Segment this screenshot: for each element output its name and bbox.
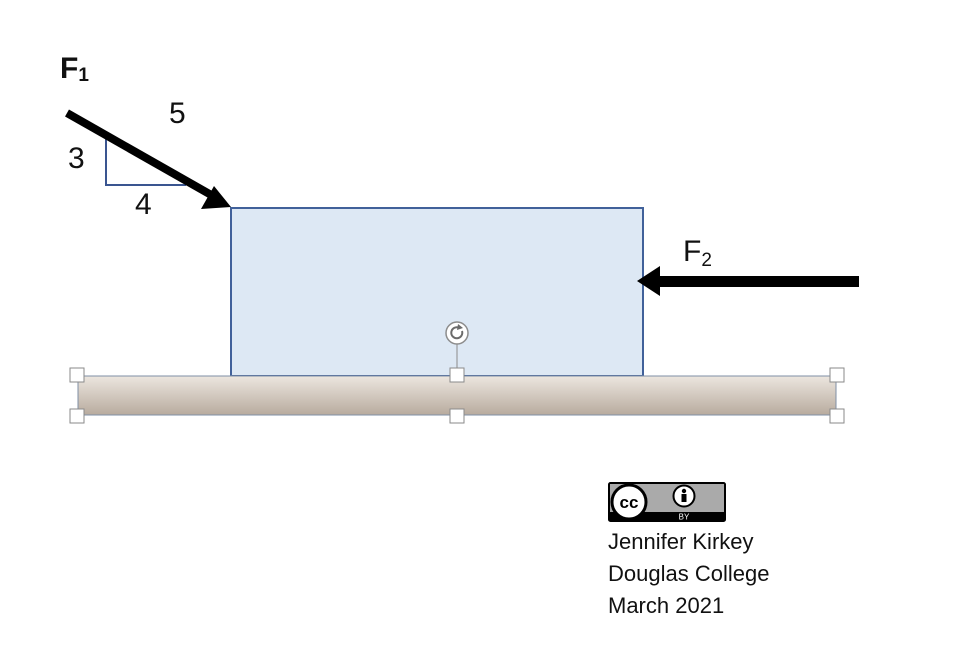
force-label-f1-subscript: 1: [78, 65, 89, 86]
resize-handle-bottom-right[interactable]: [829, 408, 845, 424]
triangle-rise-label: 3: [68, 142, 85, 175]
resize-handle-bottom-center[interactable]: [449, 408, 465, 424]
triangle-hypotenuse-label: 5: [169, 97, 186, 130]
force-arrow-f2[interactable]: [637, 266, 859, 296]
credit-date: March 2021: [608, 593, 725, 618]
cc-by-text: BY: [679, 513, 690, 522]
resize-handle-top-left[interactable]: [69, 367, 85, 383]
rotate-icon[interactable]: [445, 321, 469, 345]
resize-handle-bottom-left[interactable]: [69, 408, 85, 424]
cc-glyph: cc: [620, 493, 639, 512]
resize-handle-top-right[interactable]: [829, 367, 845, 383]
force-label-f2: F2: [683, 235, 712, 271]
cc-by-icon: cc BY: [608, 482, 726, 522]
resize-handle-top-center[interactable]: [449, 367, 465, 383]
credit-author: Jennifer Kirkey: [608, 529, 754, 554]
force-label-f1: F1: [60, 52, 89, 86]
force-label-f1-letter: F: [60, 52, 78, 85]
force-label-f2-subscript: 2: [701, 250, 712, 271]
force-arrow-f1[interactable]: [65, 109, 231, 209]
credit-institution: Douglas College: [608, 561, 770, 586]
attribution: cc BY Jennifer Kirkey Douglas College Ma…: [608, 482, 868, 622]
force-label-f2-letter: F: [683, 235, 701, 268]
slope-triangle: [105, 137, 186, 186]
triangle-run-label: 4: [135, 188, 152, 221]
block[interactable]: [230, 207, 644, 377]
